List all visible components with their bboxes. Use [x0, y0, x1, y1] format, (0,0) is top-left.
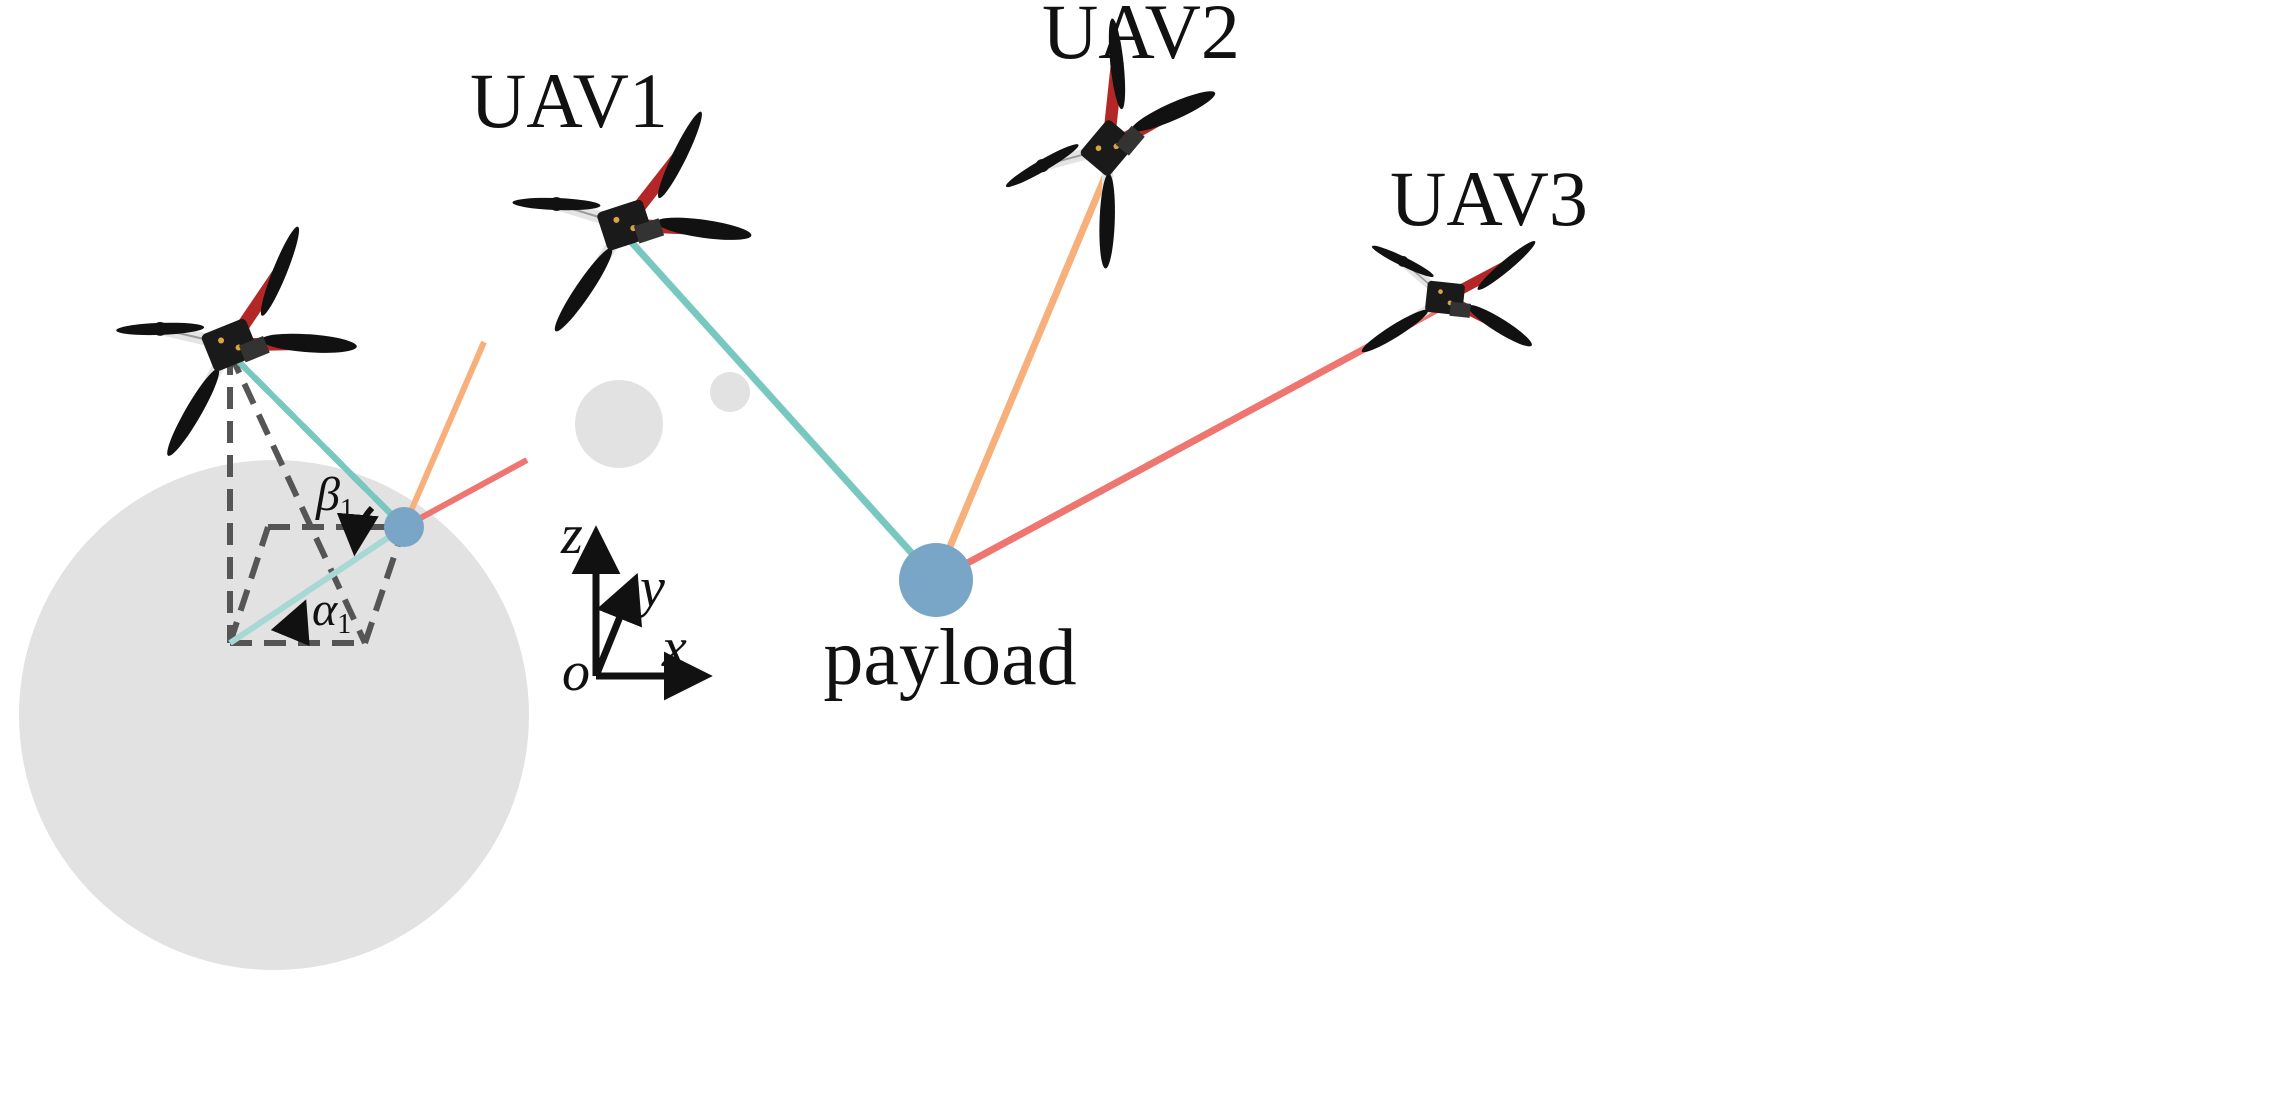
inset-view: β1 α1	[19, 216, 750, 970]
beta-angle-arrow	[336, 505, 379, 557]
inset-cable-uav2	[401, 340, 487, 529]
cable-uav1	[622, 232, 939, 583]
alpha-angle-arrow	[270, 599, 310, 647]
y-axis-arrow	[592, 572, 643, 678]
uav2-label: UAV2	[1042, 0, 1240, 75]
alpha-label: α1	[312, 583, 351, 640]
cable-uav2	[932, 163, 1114, 582]
coordinate-axes: z y x o	[560, 504, 713, 703]
payload-label: payload	[823, 614, 1076, 702]
inset-payload	[384, 507, 424, 547]
inset-cable-uav1	[227, 350, 407, 530]
zoom-bubble-large	[575, 380, 663, 468]
payload-sphere	[899, 543, 973, 617]
y-axis-label: y	[635, 557, 665, 619]
x-axis-label: x	[661, 617, 687, 679]
uav3-label: UAV3	[1390, 155, 1588, 242]
inset-circle	[19, 460, 529, 970]
z-axis-label: z	[560, 504, 583, 566]
uav1-label: UAV1	[470, 57, 668, 144]
inset-uav-icon	[102, 216, 372, 466]
origin-label: o	[562, 641, 590, 703]
zoom-bubble-small	[710, 372, 750, 412]
beta-label: β1	[315, 468, 354, 525]
cable-uav3	[934, 304, 1442, 584]
inset-cable-uav3	[402, 457, 529, 530]
